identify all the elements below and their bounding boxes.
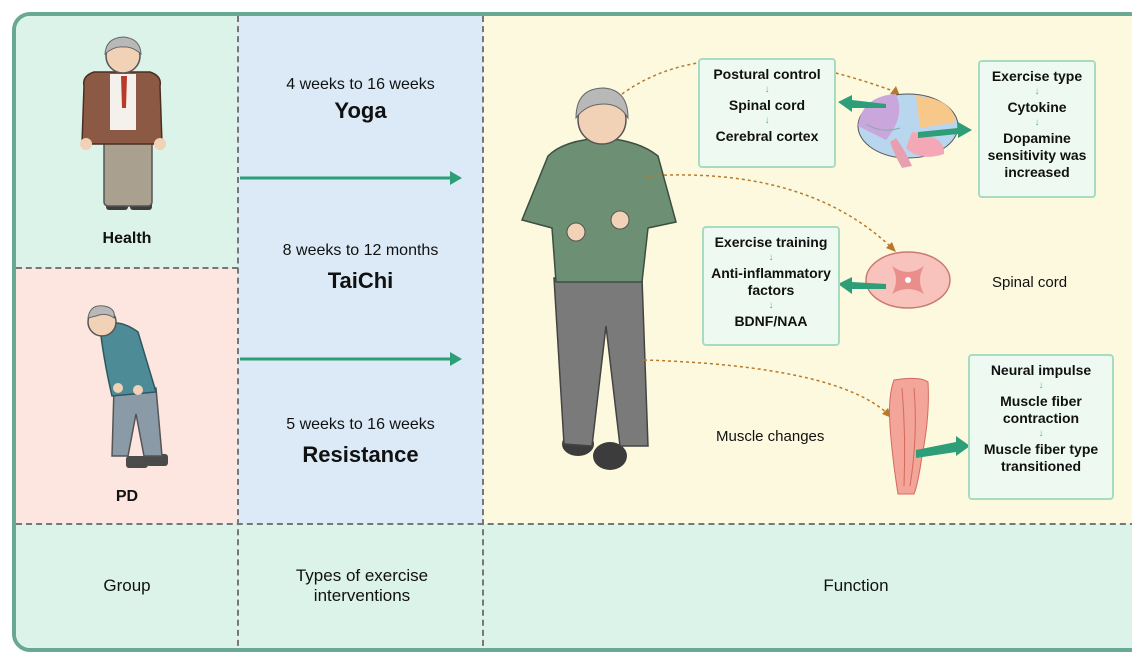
pd-label: PD: [16, 488, 238, 506]
arrowhead-yoga: [450, 171, 462, 185]
footer-function-label: Function: [756, 576, 956, 596]
resistance-duration: 5 weeks to 16 weeks: [238, 416, 483, 434]
brain-pathway-item: Spinal cord: [700, 97, 834, 114]
healthy-elder-figure: [80, 37, 166, 210]
down-arrow-icon: ↓: [704, 301, 838, 311]
spinal-cord-illustration: [866, 252, 950, 308]
footer-types-label: Types of exercise interventions: [284, 566, 440, 606]
brain-pathway-item: Postural control: [700, 66, 834, 83]
figure-graphics: [16, 16, 1132, 652]
spinal-mechanism-box: Exercise training ↓ Anti-inflammatory fa…: [702, 226, 840, 346]
muscle-mechanism-box: Neural impulse ↓ Muscle fiber contractio…: [968, 354, 1114, 500]
muscle-item: Neural impulse: [970, 362, 1112, 379]
taichi-duration: 8 weeks to 12 months: [238, 242, 483, 260]
yoga-duration: 4 weeks to 16 weeks: [238, 76, 483, 94]
muscle-item: Muscle fiber type transitioned: [970, 441, 1112, 475]
muscle-item: Muscle fiber contraction: [970, 393, 1112, 427]
figure-frame: 4 weeks to 16 weeks Yoga 8 weeks to 12 m…: [12, 12, 1132, 652]
dopamine-item: Exercise type: [980, 68, 1094, 85]
down-arrow-icon: ↓: [980, 118, 1094, 128]
muscle-illustration: [890, 378, 929, 494]
brain-pathway-item: Cerebral cortex: [700, 128, 834, 145]
down-arrow-icon: ↓: [970, 381, 1112, 391]
exercising-elder-figure: [522, 88, 676, 470]
down-arrow-icon: ↓: [980, 87, 1094, 97]
down-arrow-icon: ↓: [970, 429, 1112, 439]
dotted-arrow-muscle: [644, 360, 888, 414]
muscle-changes-label: Muscle changes: [716, 428, 824, 445]
resistance-label: Resistance: [238, 442, 483, 468]
spinal-cord-label: Spinal cord: [992, 274, 1067, 291]
yoga-label: Yoga: [238, 98, 483, 124]
dopamine-box: Exercise type ↓ Cytokine ↓ Dopamine sens…: [978, 60, 1096, 198]
dopamine-item: Cytokine: [980, 99, 1094, 116]
arrowhead-resistance: [450, 352, 462, 366]
brain-pathway-box: Postural control ↓ Spinal cord ↓ Cerebra…: [698, 58, 836, 168]
taichi-label: TaiChi: [238, 268, 483, 294]
spinal-item: Exercise training: [704, 234, 838, 251]
footer-group-label: Group: [16, 576, 238, 596]
down-arrow-icon: ↓: [704, 253, 838, 263]
pd-elder-figure: [88, 306, 168, 468]
down-arrow-icon: ↓: [700, 116, 834, 126]
down-arrow-icon: ↓: [700, 85, 834, 95]
dopamine-item: Dopamine sensitivity was increased: [980, 130, 1094, 181]
spinal-item: BDNF/NAA: [704, 313, 838, 330]
spinal-item: Anti-inflammatory factors: [704, 265, 838, 299]
health-label: Health: [16, 230, 238, 248]
